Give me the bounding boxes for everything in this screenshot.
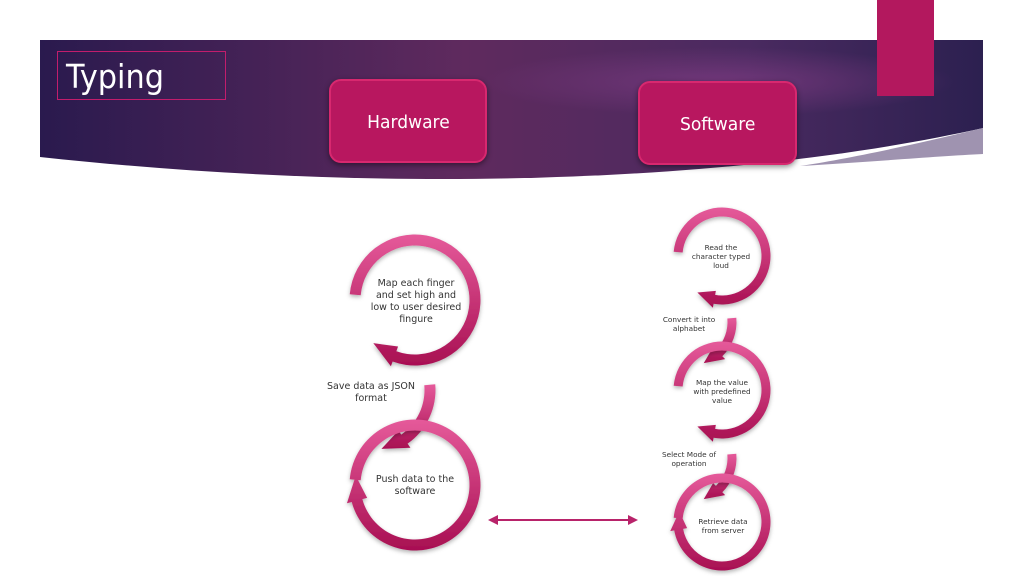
hardware-step-3: Push data to the software — [375, 474, 455, 497]
software-step-2: Convert it into alphabet — [662, 315, 716, 334]
software-step-1: Read the character typed loud — [691, 243, 751, 271]
accent-tab — [877, 0, 934, 96]
hardware-step-2: Save data as JSON format — [327, 381, 415, 404]
slide-title: Typing — [57, 51, 226, 100]
hardware-ring-2 — [381, 384, 436, 449]
connector-double-arrow — [488, 515, 638, 525]
software-box: Software — [638, 81, 797, 165]
banner-light-swoosh — [800, 128, 983, 166]
hardware-step-1: Map each finger and set high and low to … — [370, 278, 462, 325]
software-step-5: Retrieve data from server — [698, 517, 748, 536]
process-rings — [346, 207, 771, 571]
software-step-3: Map the value with predefined value — [693, 378, 751, 406]
hardware-box: Hardware — [329, 79, 487, 163]
software-step-4: Select Mode of operation — [661, 450, 717, 469]
software-ring-4 — [703, 453, 737, 500]
